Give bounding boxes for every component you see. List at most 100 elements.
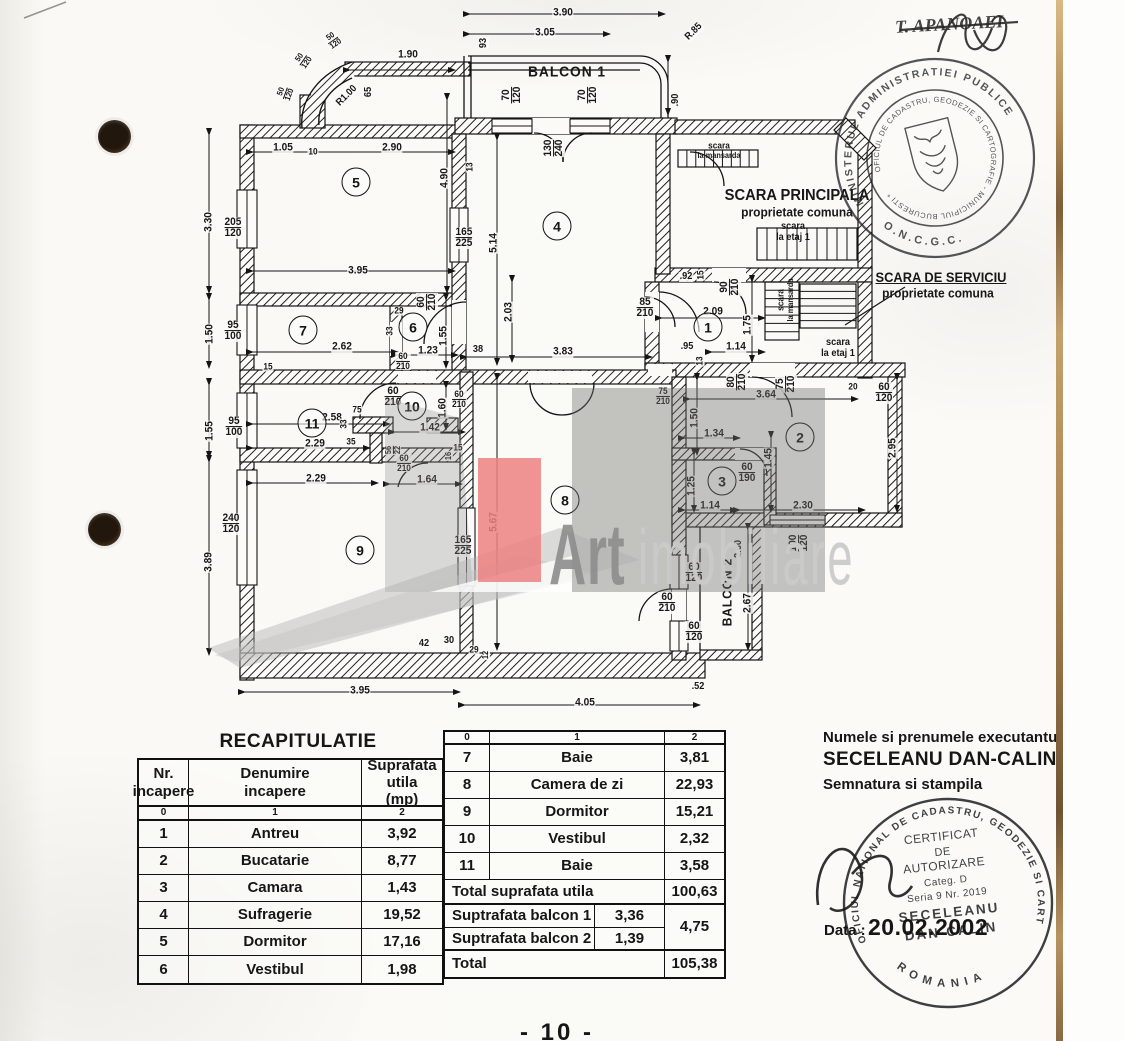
table-cell: 0 bbox=[139, 807, 189, 821]
dimension-label: 2.58 bbox=[321, 411, 343, 424]
door-opening bbox=[528, 371, 592, 383]
door-opening bbox=[452, 300, 466, 344]
wall bbox=[857, 281, 873, 379]
coat-of-arms bbox=[904, 116, 959, 192]
dimension-label: 1.42 bbox=[419, 421, 441, 434]
svg-text:ROMANIA: ROMANIA bbox=[894, 952, 990, 996]
dimension-label: 2.30 bbox=[792, 499, 814, 512]
dimension-label: la etaj 1 bbox=[776, 232, 810, 243]
table-cell: Total bbox=[445, 951, 665, 977]
table-cell: 10 bbox=[445, 826, 490, 853]
room-number-10: 10 bbox=[397, 391, 427, 421]
signature-bottom bbox=[815, 847, 914, 912]
watermark-gray-block bbox=[572, 388, 825, 592]
table-cell: Total suprafata utila bbox=[445, 880, 665, 905]
table-cell: 8,77 bbox=[362, 848, 442, 875]
table-cell: 22,93 bbox=[665, 772, 724, 799]
dimension-label: 1.90 bbox=[397, 48, 419, 61]
table-cell: 17,16 bbox=[362, 929, 442, 956]
door-arc bbox=[638, 588, 673, 622]
dimension-label: .95 bbox=[679, 341, 695, 352]
table-cell: 5 bbox=[139, 929, 189, 956]
door-arc bbox=[423, 301, 467, 345]
table-cell: 3 bbox=[139, 875, 189, 902]
dimension-label: SCARA PRINCIPALA bbox=[724, 187, 870, 204]
door-opening bbox=[398, 371, 436, 383]
signature-top bbox=[899, 13, 1019, 53]
dimension-label: 29 bbox=[393, 305, 405, 316]
table-cell: 3,36 bbox=[595, 905, 665, 928]
dimension-label: la etaj 1 bbox=[821, 348, 855, 359]
dimension-label: 3.64 bbox=[755, 388, 777, 401]
dimension-label: 1.14 bbox=[699, 499, 721, 512]
door-arc bbox=[739, 448, 768, 477]
table-cell: Suptrafata balcon 2 bbox=[445, 928, 595, 951]
signature-caption: Semnatura si stampila bbox=[823, 776, 983, 793]
leader-line bbox=[844, 286, 906, 326]
table-cell: 0 bbox=[445, 732, 490, 745]
stamp-line: DE bbox=[934, 845, 951, 859]
page-number: - 10 - bbox=[520, 1019, 595, 1041]
date-value: 20.02.2002 bbox=[868, 914, 989, 940]
table-cell: Sufragerie bbox=[189, 902, 362, 929]
table-cell: 1 bbox=[189, 807, 362, 821]
page-edge-strip bbox=[1056, 0, 1063, 1041]
dimension-label: 3.83 bbox=[552, 345, 574, 358]
dimension-label: 3.90 bbox=[552, 6, 574, 19]
dimension-label: 75 bbox=[351, 404, 363, 415]
dimension-label: 2.62 bbox=[331, 340, 353, 353]
table-cell: Camera de zi bbox=[490, 772, 665, 799]
table-cell: Baie bbox=[490, 853, 665, 880]
dimension-label: 15 bbox=[262, 361, 274, 372]
dimension-label: 3.95 bbox=[347, 264, 369, 277]
dimension-label: scara bbox=[825, 337, 851, 348]
table-cell: 105,38 bbox=[671, 955, 718, 973]
room-number-11: 11 bbox=[297, 408, 327, 438]
dimension-label: 2.09 bbox=[702, 305, 724, 318]
recap-title: RECAPITULATIE bbox=[219, 731, 377, 752]
dimension-label: proprietate comuna bbox=[882, 285, 994, 301]
dimension-label: scara bbox=[780, 221, 806, 232]
table-cell: 4,75 bbox=[665, 905, 724, 951]
table-cell: Baie bbox=[490, 745, 665, 772]
table-cell: 1,39 bbox=[595, 928, 665, 951]
dimension-label: 15 bbox=[452, 442, 464, 453]
stamp-bottom-romania: ROMANIA bbox=[894, 952, 990, 996]
dimension-label: 1.14 bbox=[725, 340, 747, 353]
room-number-8: 8 bbox=[550, 485, 580, 515]
table-cell: Denumire incapere bbox=[189, 760, 362, 807]
dimension-label: BALCON 1 bbox=[528, 63, 606, 81]
date-label: Data : bbox=[824, 922, 866, 939]
dimension-label: 1.23 bbox=[417, 344, 439, 357]
watermark-red-block bbox=[478, 458, 541, 582]
watermark-gray-block-2 bbox=[385, 398, 473, 592]
dimension-label: 2.90 bbox=[381, 141, 403, 154]
dimension-label: 42 bbox=[417, 638, 431, 649]
stairs bbox=[764, 281, 800, 341]
room-number-1: 1 bbox=[693, 312, 723, 342]
table-cell: 7 bbox=[445, 745, 490, 772]
wall bbox=[699, 649, 763, 661]
round-stamp-top: MINISTERUL ADMINISTRATIEI PUBLICE O.N.C.… bbox=[822, 47, 1036, 263]
table-cell: 1 bbox=[139, 821, 189, 848]
dimension-label: 2.29 bbox=[304, 437, 326, 450]
dimension-label: .52 bbox=[690, 681, 706, 692]
table-cell: Suptrafata balcon 1 bbox=[445, 905, 595, 928]
dimension-label: SCARA DE SERVICIU bbox=[875, 269, 1007, 285]
table-cell: Vestibul bbox=[490, 826, 665, 853]
dimension-label: .92 bbox=[678, 271, 694, 282]
dimension-label: 10 bbox=[307, 146, 319, 157]
dimension-label: 3.95 bbox=[349, 684, 371, 697]
